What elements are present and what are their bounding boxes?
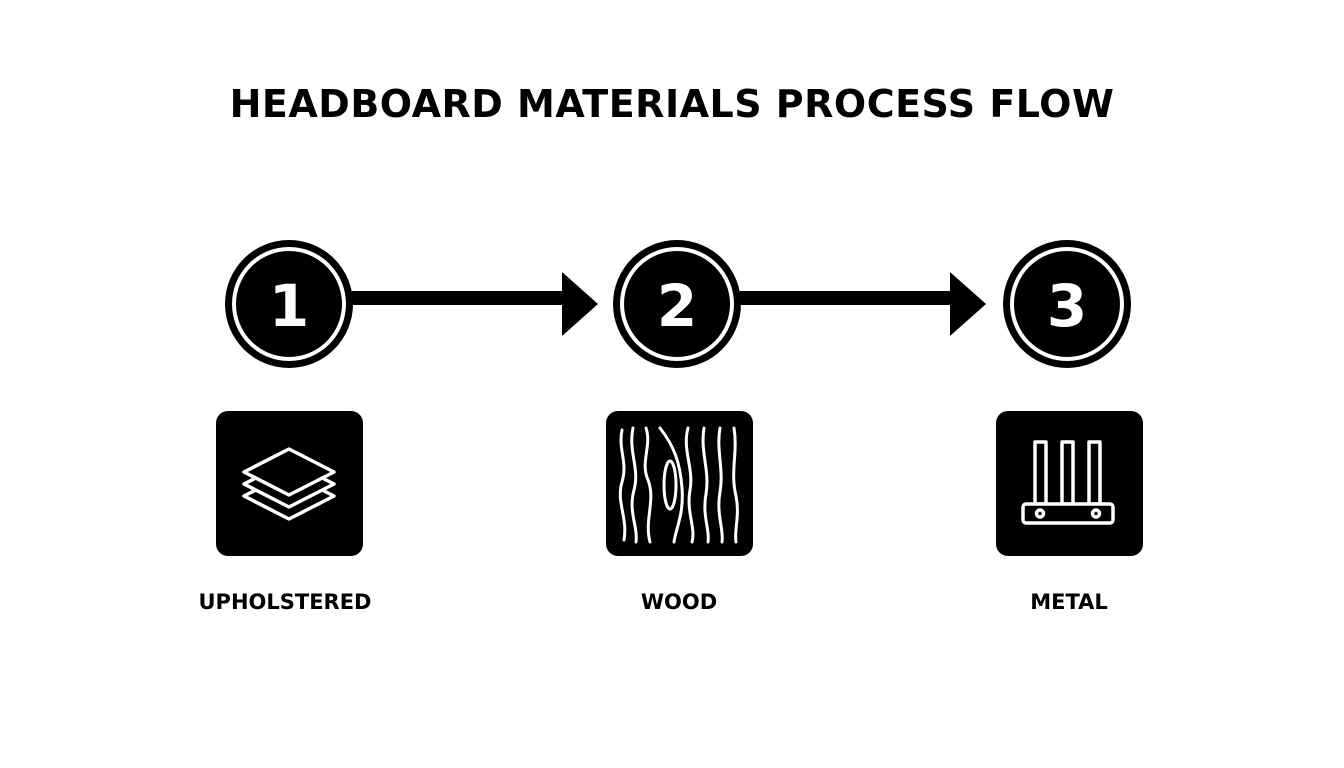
step-circle-3: 3 [1003,240,1131,368]
step-circle-2: 2 [613,240,741,368]
step-label-wood: WOOD [640,590,718,614]
layered-cushion-icon [216,411,363,556]
arrow-2-to-3 [740,272,986,336]
step-label-upholstered: UPHOLSTERED [198,590,372,614]
step-number-2: 2 [657,272,697,340]
metal-bracket-icon [996,411,1143,556]
step-number-1: 1 [269,272,309,340]
page-title: HEADBOARD MATERIALS PROCESS FLOW [229,82,1115,126]
step-label-metal: METAL [1030,590,1108,614]
arrow-1-to-2 [352,272,598,336]
step-number-3: 3 [1047,272,1087,340]
step-circle-1: 1 [225,240,353,368]
wood-grain-icon [606,411,753,556]
